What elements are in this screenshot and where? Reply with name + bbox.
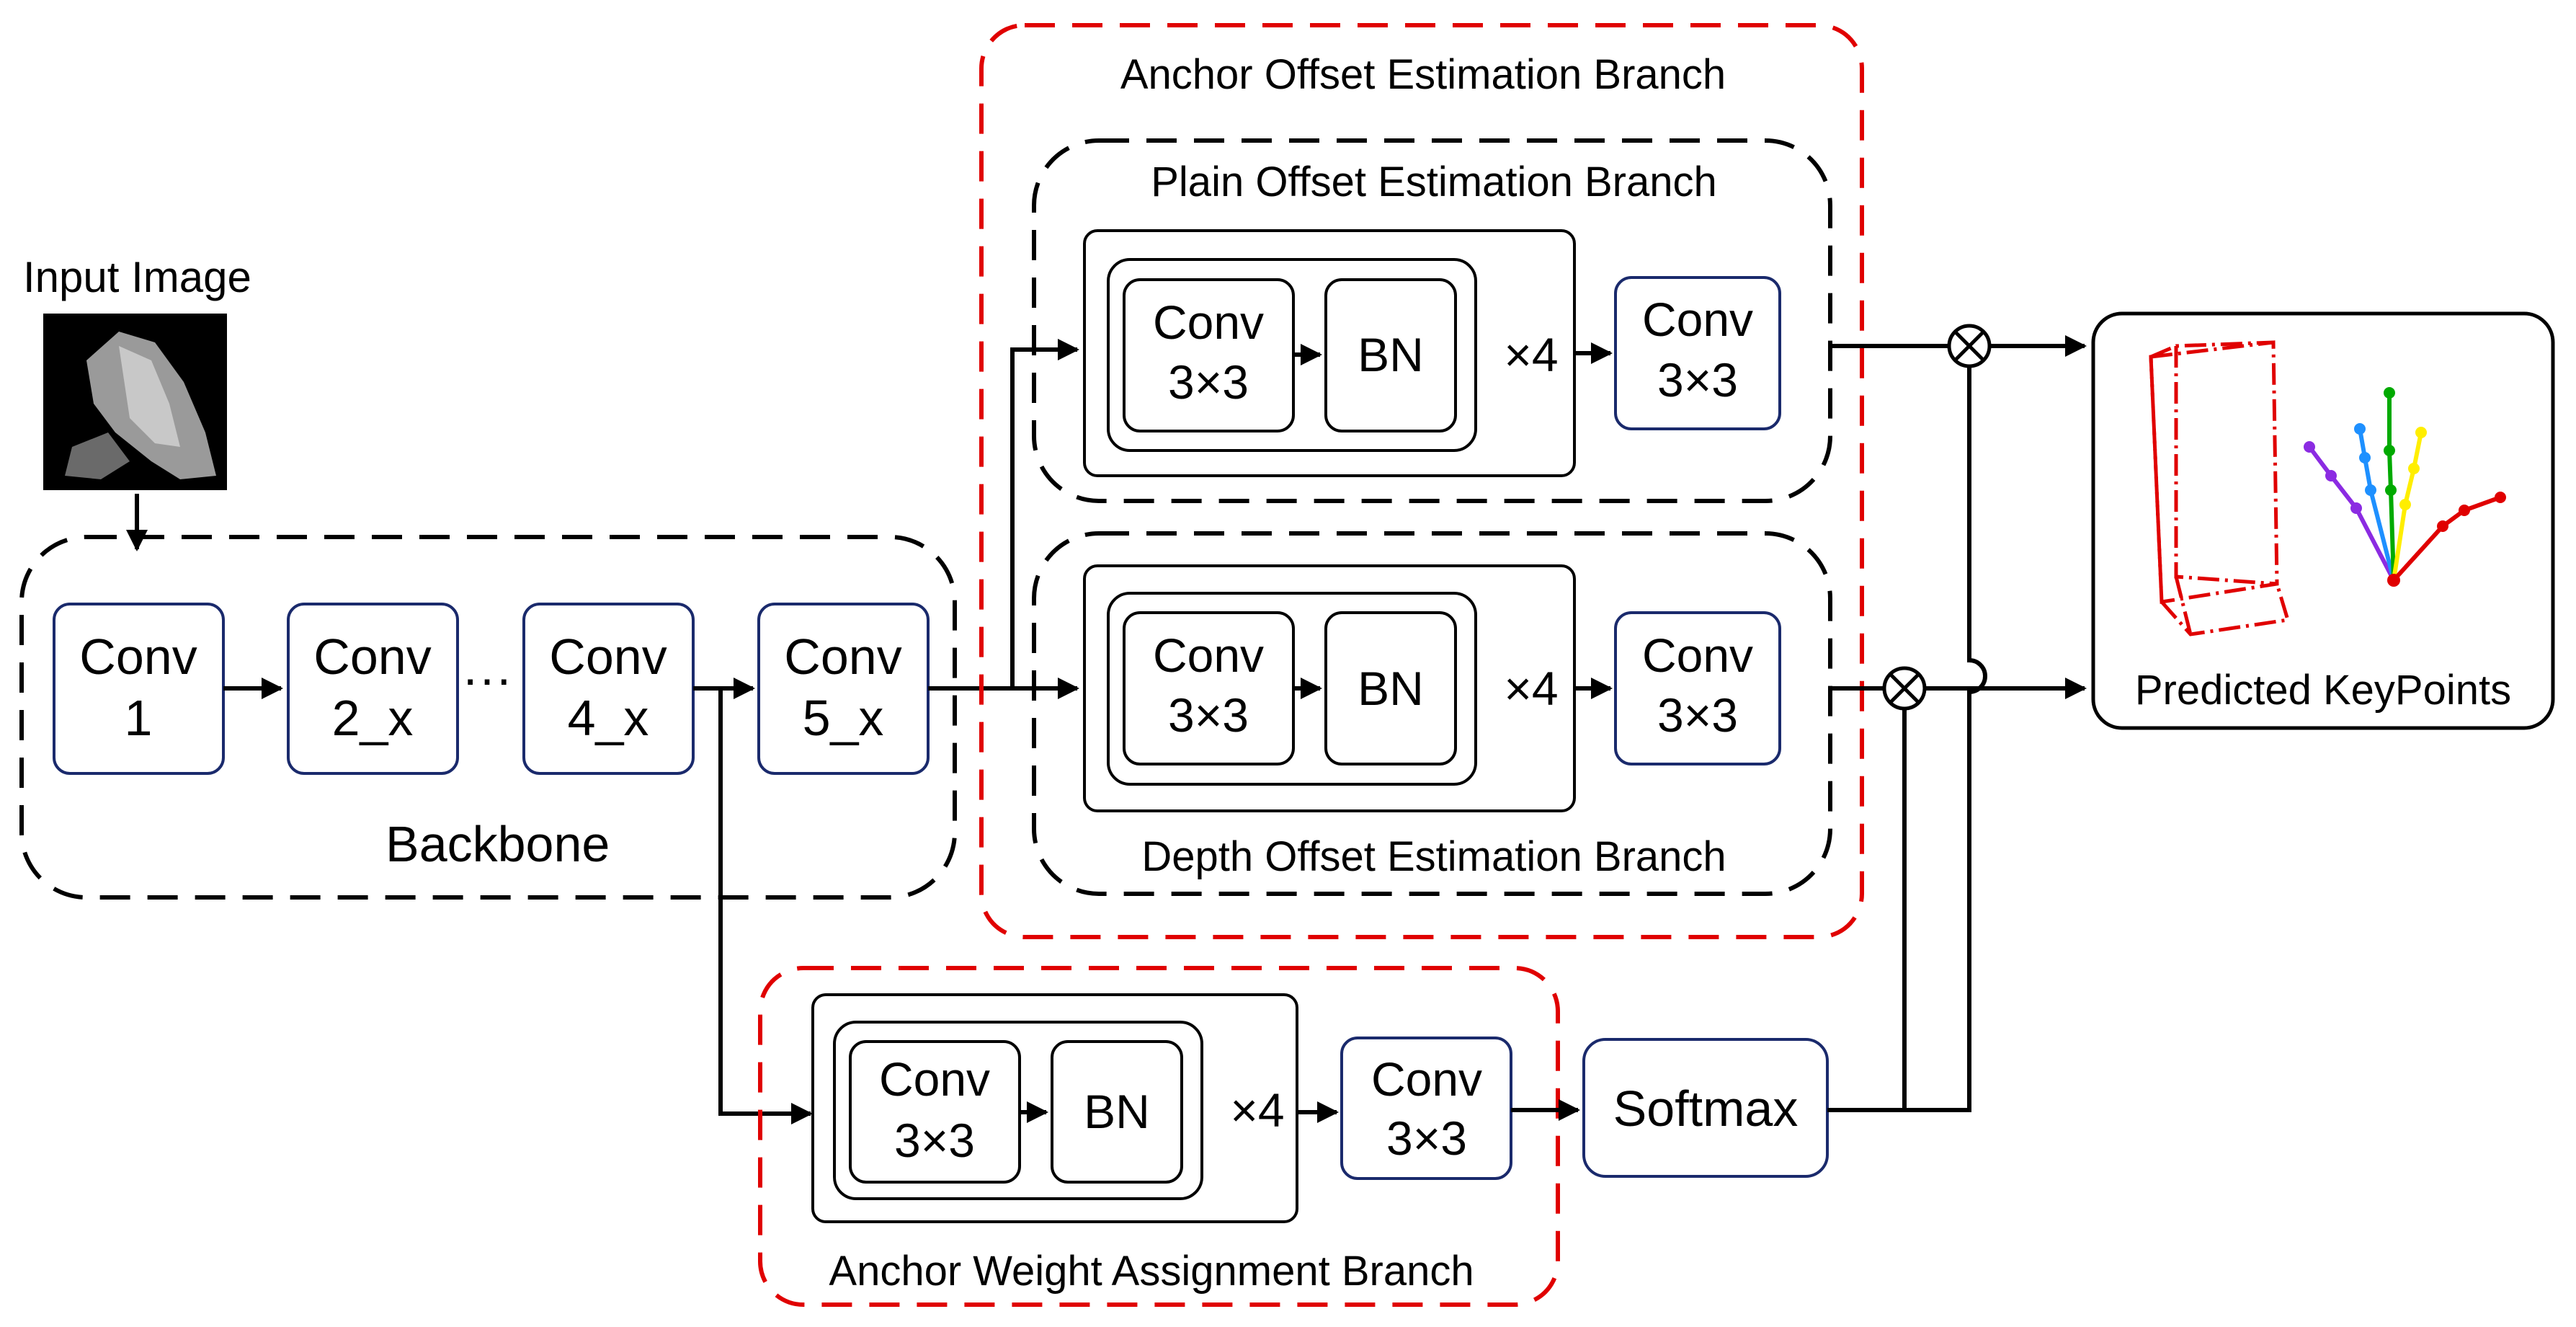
svg-text:Conv: Conv [1371, 1052, 1482, 1106]
svg-text:Conv: Conv [1153, 296, 1264, 349]
depth-final-conv-module: Conv 3×3 [1614, 611, 1781, 765]
multiply-node-plain [1947, 324, 1992, 368]
hand-joint-5-3 [2495, 492, 2506, 503]
anchor-offset-branch-group [979, 23, 1864, 939]
anchor-offset-branch-label: Anchor Offset Estimation Branch [1120, 51, 1726, 98]
plain-offset-branch-group [1032, 138, 1832, 503]
ellipsis: ··· [462, 650, 512, 706]
svg-text:Conv: Conv [313, 629, 431, 685]
hand-finger-2 [2358, 428, 2396, 581]
plain-conv-bn-block: Conv 3×3 BN ×4 [1083, 229, 1576, 477]
svg-text:Conv: Conv [1642, 293, 1753, 346]
plain-offset-branch-label: Plain Offset Estimation Branch [1151, 159, 1717, 205]
conv4-module: Conv 4_x [522, 603, 695, 775]
svg-text:Softmax: Softmax [1613, 1080, 1799, 1137]
hand-finger-1 [2307, 445, 2396, 582]
hand-joint-4-3 [2415, 427, 2427, 438]
svg-text:Conv: Conv [784, 629, 901, 685]
svg-text:Conv: Conv [549, 629, 667, 685]
svg-text:×4: ×4 [1504, 328, 1558, 381]
multiply-node-depth [1882, 666, 1927, 711]
hand-joint-3-2 [2384, 445, 2395, 456]
svg-text:5_x: 5_x [803, 690, 884, 746]
hand-finger-3 [2387, 393, 2396, 581]
anchor-weight-branch-group [758, 966, 1560, 1307]
svg-text:3×3: 3×3 [1657, 353, 1738, 407]
hand-joint-2-2 [2359, 452, 2371, 463]
conv2-module: Conv 2_x [287, 603, 459, 775]
hand-joint-4-2 [2408, 463, 2420, 474]
hand-joint-1-2 [2325, 470, 2337, 481]
svg-text:1: 1 [125, 690, 153, 746]
svg-text:2_x: 2_x [332, 690, 414, 746]
svg-text:4_x: 4_x [568, 690, 649, 746]
bounding-box-3d-icon [2149, 340, 2291, 636]
hand-joint-2-3 [2354, 423, 2366, 435]
svg-text:3×3: 3×3 [1168, 355, 1249, 409]
hand-wrist-joint [2387, 574, 2400, 587]
weight-conv-bn-block: Conv 3×3 BN ×4 [811, 993, 1298, 1223]
weight-final-conv-module: Conv 3×3 [1340, 1037, 1512, 1180]
plain-final-conv-module: Conv 3×3 [1614, 276, 1781, 430]
svg-text:×4: ×4 [1504, 662, 1558, 715]
hand-joint-3-3 [2384, 387, 2395, 399]
depth-conv-bn-block: Conv 3×3 BN ×4 [1083, 564, 1576, 812]
svg-text:3×3: 3×3 [894, 1114, 975, 1167]
backbone-group [19, 535, 957, 900]
svg-text:3×3: 3×3 [1386, 1111, 1467, 1165]
svg-text:Predicted KeyPoints: Predicted KeyPoints [2135, 667, 2511, 714]
depth-offset-branch-label: Depth Offset Estimation Branch [1141, 833, 1726, 880]
svg-text:3×3: 3×3 [1168, 688, 1249, 742]
anchor-weight-branch-label: Anchor Weight Assignment Branch [829, 1248, 1474, 1295]
svg-text:Conv: Conv [1153, 629, 1264, 682]
svg-text:BN: BN [1358, 662, 1424, 715]
svg-text:BN: BN [1358, 328, 1424, 381]
backbone-label: Backbone [385, 816, 610, 872]
svg-text:Conv: Conv [1642, 629, 1753, 682]
hand-joint-5-2 [2459, 505, 2470, 516]
hand-joint-5-1 [2437, 520, 2448, 532]
hand-skeleton-icon [2304, 387, 2506, 587]
predicted-keypoints-box: Predicted KeyPoints [2091, 311, 2555, 730]
input-depth-image [43, 314, 227, 490]
conv5-module: Conv 5_x [757, 603, 930, 775]
input-image-label: Input Image [23, 253, 251, 301]
svg-text:BN: BN [1084, 1085, 1150, 1138]
hand-joint-3-1 [2385, 484, 2397, 496]
hand-joint-1-1 [2350, 502, 2362, 514]
hand-joint-2-1 [2365, 484, 2376, 496]
hand-joint-1-3 [2304, 441, 2315, 453]
conv1-module: Conv 1 [53, 603, 225, 775]
softmax-module: Softmax [1582, 1038, 1829, 1178]
svg-text:3×3: 3×3 [1657, 688, 1738, 742]
svg-text:×4: ×4 [1230, 1083, 1284, 1137]
svg-text:Conv: Conv [879, 1052, 990, 1106]
svg-text:Conv: Conv [79, 629, 197, 685]
hand-finger-5 [2392, 495, 2502, 582]
hand-joint-4-1 [2399, 499, 2411, 510]
hand-finger-4 [2392, 432, 2423, 581]
depth-offset-branch-group [1032, 531, 1832, 896]
